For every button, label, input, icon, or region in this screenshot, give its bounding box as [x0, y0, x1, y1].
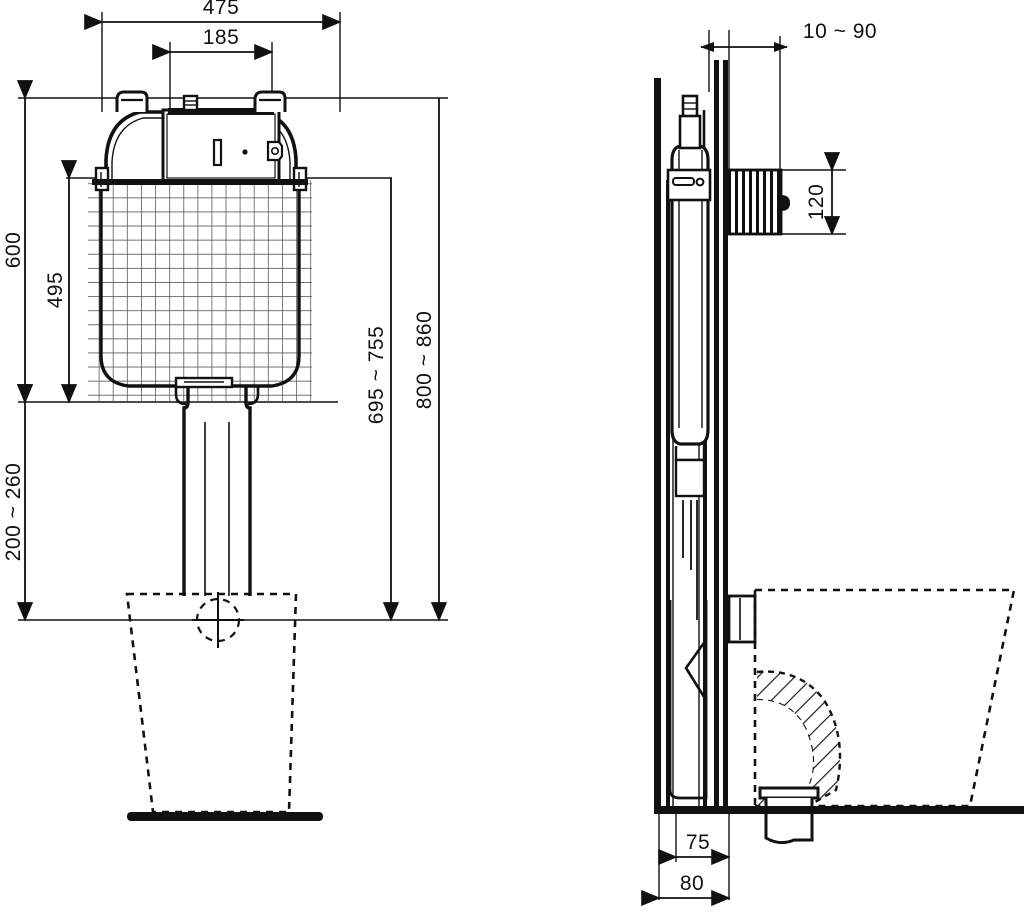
dim-overall-width: 475: [84, 0, 342, 31]
dim-mid-height: 695 ~ 755: [365, 178, 400, 622]
dim-overall-depth: 80: [641, 872, 731, 907]
dim-label-overall-width: 475: [203, 0, 240, 19]
dim-frame-depth: 75: [658, 831, 731, 866]
wc-ceramic-outline: [125, 592, 298, 814]
flush-pipe-connector: [668, 600, 708, 800]
rear-support-post: [654, 78, 661, 810]
floor-line-front: [127, 812, 323, 821]
cistern-tank-body: [99, 178, 301, 388]
dim-label-cistern-height: 495: [44, 272, 67, 309]
wc-trap-hatching: [757, 671, 840, 806]
inspection-access-plate: [161, 108, 284, 184]
internal-valve-stack: [674, 446, 706, 620]
dim-label-frame-depth: 75: [686, 831, 710, 854]
dim-label-total-height: 800 ~ 860: [413, 311, 436, 410]
dim-total-height: 800 ~ 860: [413, 98, 448, 622]
dim-cistern-height: 495: [44, 160, 78, 404]
actuator-plate: [727, 168, 790, 236]
cistern-mesh: [88, 180, 312, 402]
dim-label-overall-depth: 80: [680, 872, 704, 895]
outlet-centre-mark: [192, 592, 244, 648]
side-view: 10 ~ 90 120 75 80: [641, 20, 1024, 907]
descending-pipes: [174, 386, 260, 596]
dim-label-outlet-height: 200 ~ 260: [2, 463, 25, 562]
dim-inner-width: 185: [152, 26, 274, 61]
frame-bracket-ears: [115, 90, 287, 112]
side-inspection-opening: [666, 168, 712, 202]
dim-label-frame-height: 600: [2, 232, 25, 269]
wall-outlet-bush: [727, 594, 757, 644]
mesh-top-band: [92, 179, 308, 185]
dim-plate-height: 120: [805, 152, 841, 236]
outlet-collar: [174, 376, 234, 389]
dim-label-wall-offset: 10 ~ 90: [803, 20, 877, 43]
flush-valve-nipple: [182, 94, 199, 112]
dim-frame-height: 600: [2, 80, 34, 404]
dim-label-mid-height: 695 ~ 755: [365, 326, 388, 425]
dim-label-inner-width: 185: [203, 26, 240, 49]
dim-outlet-height: 200 ~ 260: [2, 384, 34, 622]
floor-drain-stub: [758, 786, 820, 845]
cistern-side-nipple: [678, 94, 706, 150]
front-view: 475 185 600 495 200 ~ 260: [2, 0, 448, 821]
dim-wall-offset: 10 ~ 90: [700, 20, 877, 52]
dim-label-plate-height: 120: [805, 184, 828, 221]
floor-line-side: [654, 806, 1024, 814]
front-wall-panel: [714, 60, 728, 810]
